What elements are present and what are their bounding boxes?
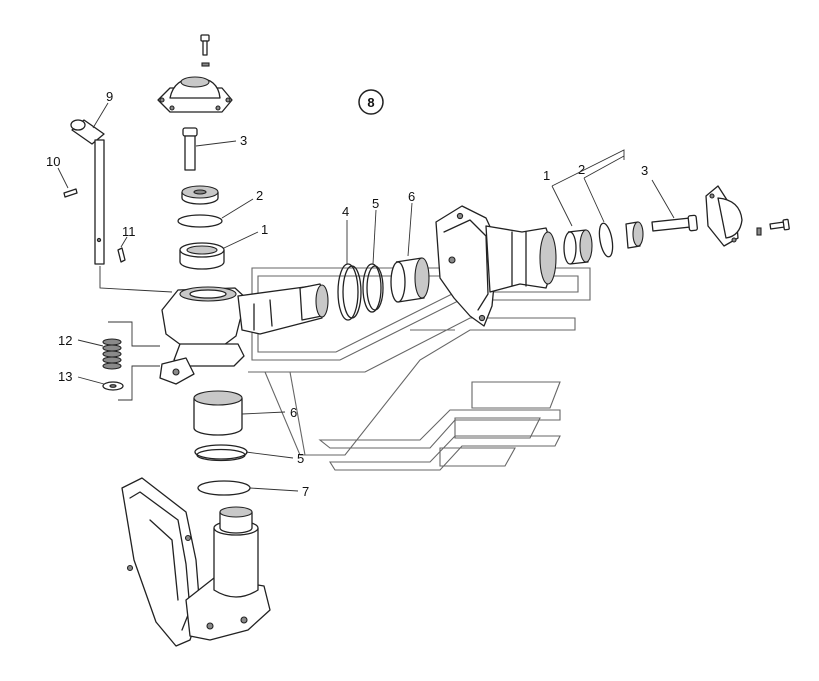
- callout-3-top: 3: [240, 133, 247, 148]
- group-number-badge: 8: [358, 89, 384, 115]
- callout-6-low: 6: [290, 405, 297, 420]
- steering-knuckle-upper: [159, 283, 329, 385]
- bolt-vertical: [182, 127, 198, 171]
- callout-1-top: 1: [261, 222, 268, 237]
- callout-1-right: 1: [543, 168, 550, 183]
- bolt-horizontal: [651, 214, 698, 232]
- callout-13: 13: [58, 369, 72, 384]
- callout-10: 10: [46, 154, 60, 169]
- lever-pin: [70, 119, 105, 265]
- group-number-label: 8: [367, 95, 374, 110]
- callout-7: 7: [302, 484, 309, 499]
- spring-washer: [102, 381, 124, 391]
- bearing-right: [563, 229, 593, 265]
- small-pin-11: [117, 247, 126, 263]
- callout-9: 9: [106, 89, 113, 104]
- small-pin-10: [63, 188, 78, 198]
- compression-spring: [102, 338, 122, 370]
- callout-2-right: 2: [578, 162, 585, 177]
- o-ring-right: [598, 222, 614, 258]
- bushing-lower: [193, 390, 243, 436]
- seal-ring-lower: [194, 444, 248, 462]
- callout-6-right: 6: [408, 189, 415, 204]
- thrust-washer-right: [625, 221, 644, 249]
- top-dome-cover: [157, 76, 233, 113]
- bearing-top: [179, 242, 225, 270]
- thrust-washer-top: [181, 185, 219, 205]
- seal-ring-5-right: [362, 263, 384, 313]
- callout-4: 4: [342, 204, 349, 219]
- axle-bracket-base: [121, 477, 271, 647]
- callout-2-top: 2: [256, 188, 263, 203]
- o-ring-lower: [197, 480, 251, 496]
- seal-ring-4: [337, 263, 362, 321]
- bushing-right: [390, 257, 430, 303]
- top-small-bolt: [200, 34, 210, 67]
- steering-knuckle-right: [435, 205, 557, 327]
- callout-5-right: 5: [372, 196, 379, 211]
- callout-3-right: 3: [641, 163, 648, 178]
- callout-11: 11: [122, 224, 136, 239]
- o-ring-top: [177, 214, 223, 228]
- callout-12: 12: [58, 333, 72, 348]
- callout-5-low: 5: [297, 451, 304, 466]
- assembly-ghost-outline: [248, 267, 591, 471]
- side-small-bolt: [756, 218, 790, 236]
- side-dome-cover: [705, 185, 743, 247]
